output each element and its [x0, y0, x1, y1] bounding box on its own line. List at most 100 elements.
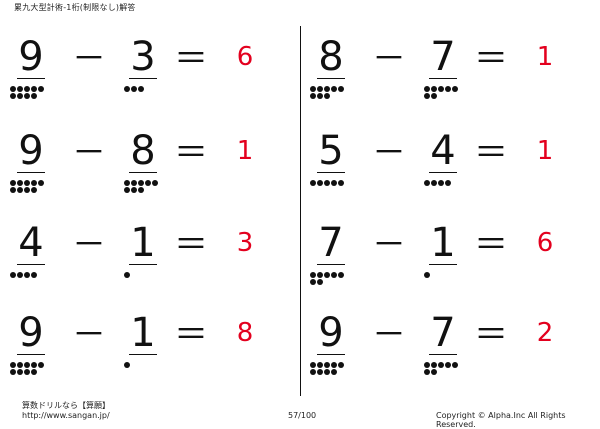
count-dot	[38, 180, 44, 186]
count-dot	[445, 86, 451, 92]
count-dot	[317, 93, 323, 99]
count-dot	[424, 272, 430, 278]
minuend: 9	[18, 128, 44, 174]
dot-row	[424, 93, 464, 100]
minuend: 4	[18, 220, 44, 266]
problem-6: 5 － 4 ＝ 1	[308, 128, 568, 208]
count-dot	[124, 86, 130, 92]
count-dot	[331, 362, 337, 368]
count-dot	[310, 369, 316, 375]
answer: 8	[236, 318, 254, 348]
dot-row	[424, 180, 464, 187]
dot-row	[424, 362, 464, 369]
subtrahend: 8	[130, 128, 156, 174]
dot-row	[310, 180, 350, 187]
subtrahend: 1	[430, 220, 456, 266]
equals-sign: ＝	[174, 225, 208, 265]
count-dots	[124, 362, 164, 369]
count-dots	[424, 272, 464, 279]
count-dot	[317, 279, 323, 285]
subtrahend: 3	[130, 34, 156, 80]
count-dot	[331, 272, 337, 278]
count-dot	[324, 362, 330, 368]
minus-sign: －	[72, 39, 106, 79]
count-dot	[424, 93, 430, 99]
dot-row	[310, 272, 350, 279]
minus-sign: －	[372, 315, 406, 355]
count-dot	[31, 180, 37, 186]
underline	[317, 172, 345, 174]
count-dot	[10, 272, 16, 278]
count-dot	[431, 86, 437, 92]
worksheet-title: 累九大型計術-1桁(制限なし)解答	[14, 3, 136, 12]
subtrahend: 7	[430, 34, 456, 80]
underline	[429, 354, 457, 356]
answer: 6	[236, 42, 254, 72]
footer-site-name: 算数ドリルなら【算願】	[22, 401, 110, 410]
minus-sign: －	[372, 225, 406, 265]
problem-4: 9 － 1 ＝ 8	[8, 310, 268, 390]
count-dot	[324, 369, 330, 375]
count-dot	[438, 180, 444, 186]
count-dot	[17, 362, 23, 368]
count-dot	[24, 272, 30, 278]
count-dot	[10, 180, 16, 186]
count-dots	[310, 180, 350, 187]
underline	[429, 78, 457, 80]
count-dot	[310, 362, 316, 368]
dot-row	[124, 272, 164, 279]
count-dots	[10, 86, 50, 100]
minuend: 8	[318, 34, 344, 80]
equals-sign: ＝	[474, 225, 508, 265]
count-dot	[38, 362, 44, 368]
dot-row	[10, 272, 50, 279]
count-dot	[310, 93, 316, 99]
count-dot	[31, 86, 37, 92]
underline	[317, 78, 345, 80]
dot-row	[10, 369, 50, 376]
count-dot	[31, 93, 37, 99]
count-dot	[17, 369, 23, 375]
equals-sign: ＝	[474, 39, 508, 79]
count-dot	[24, 362, 30, 368]
count-dot	[17, 86, 23, 92]
minuend: 9	[18, 310, 44, 356]
count-dot	[152, 180, 158, 186]
copyright: Copyright © Alpha.Inc All Rights Reserve…	[436, 411, 566, 429]
count-dot	[10, 369, 16, 375]
answer: 1	[536, 42, 554, 72]
page-number: 57/100	[288, 411, 317, 420]
count-dot	[445, 362, 451, 368]
count-dots	[424, 86, 464, 100]
underline	[129, 354, 157, 356]
dot-row	[310, 369, 350, 376]
count-dot	[138, 180, 144, 186]
count-dot	[10, 362, 16, 368]
problem-7: 7 － 1 ＝ 6	[308, 220, 568, 300]
count-dot	[24, 86, 30, 92]
count-dot	[338, 180, 344, 186]
dot-row	[310, 93, 350, 100]
dot-row	[10, 93, 50, 100]
count-dot	[310, 86, 316, 92]
count-dot	[310, 272, 316, 278]
underline	[129, 172, 157, 174]
subtrahend: 7	[430, 310, 456, 356]
count-dots	[124, 86, 164, 93]
underline	[17, 264, 45, 266]
count-dot	[317, 362, 323, 368]
footer-url[interactable]: http://www.sangan.jp/	[22, 411, 110, 420]
count-dot	[431, 93, 437, 99]
count-dot	[317, 272, 323, 278]
dot-row	[310, 86, 350, 93]
count-dots	[310, 272, 350, 286]
dot-row	[424, 86, 464, 93]
count-dot	[424, 86, 430, 92]
count-dot	[31, 362, 37, 368]
dot-row	[10, 187, 50, 194]
count-dots	[10, 272, 50, 279]
count-dot	[124, 180, 130, 186]
count-dots	[310, 86, 350, 100]
column-divider	[300, 26, 302, 396]
count-dot	[338, 86, 344, 92]
